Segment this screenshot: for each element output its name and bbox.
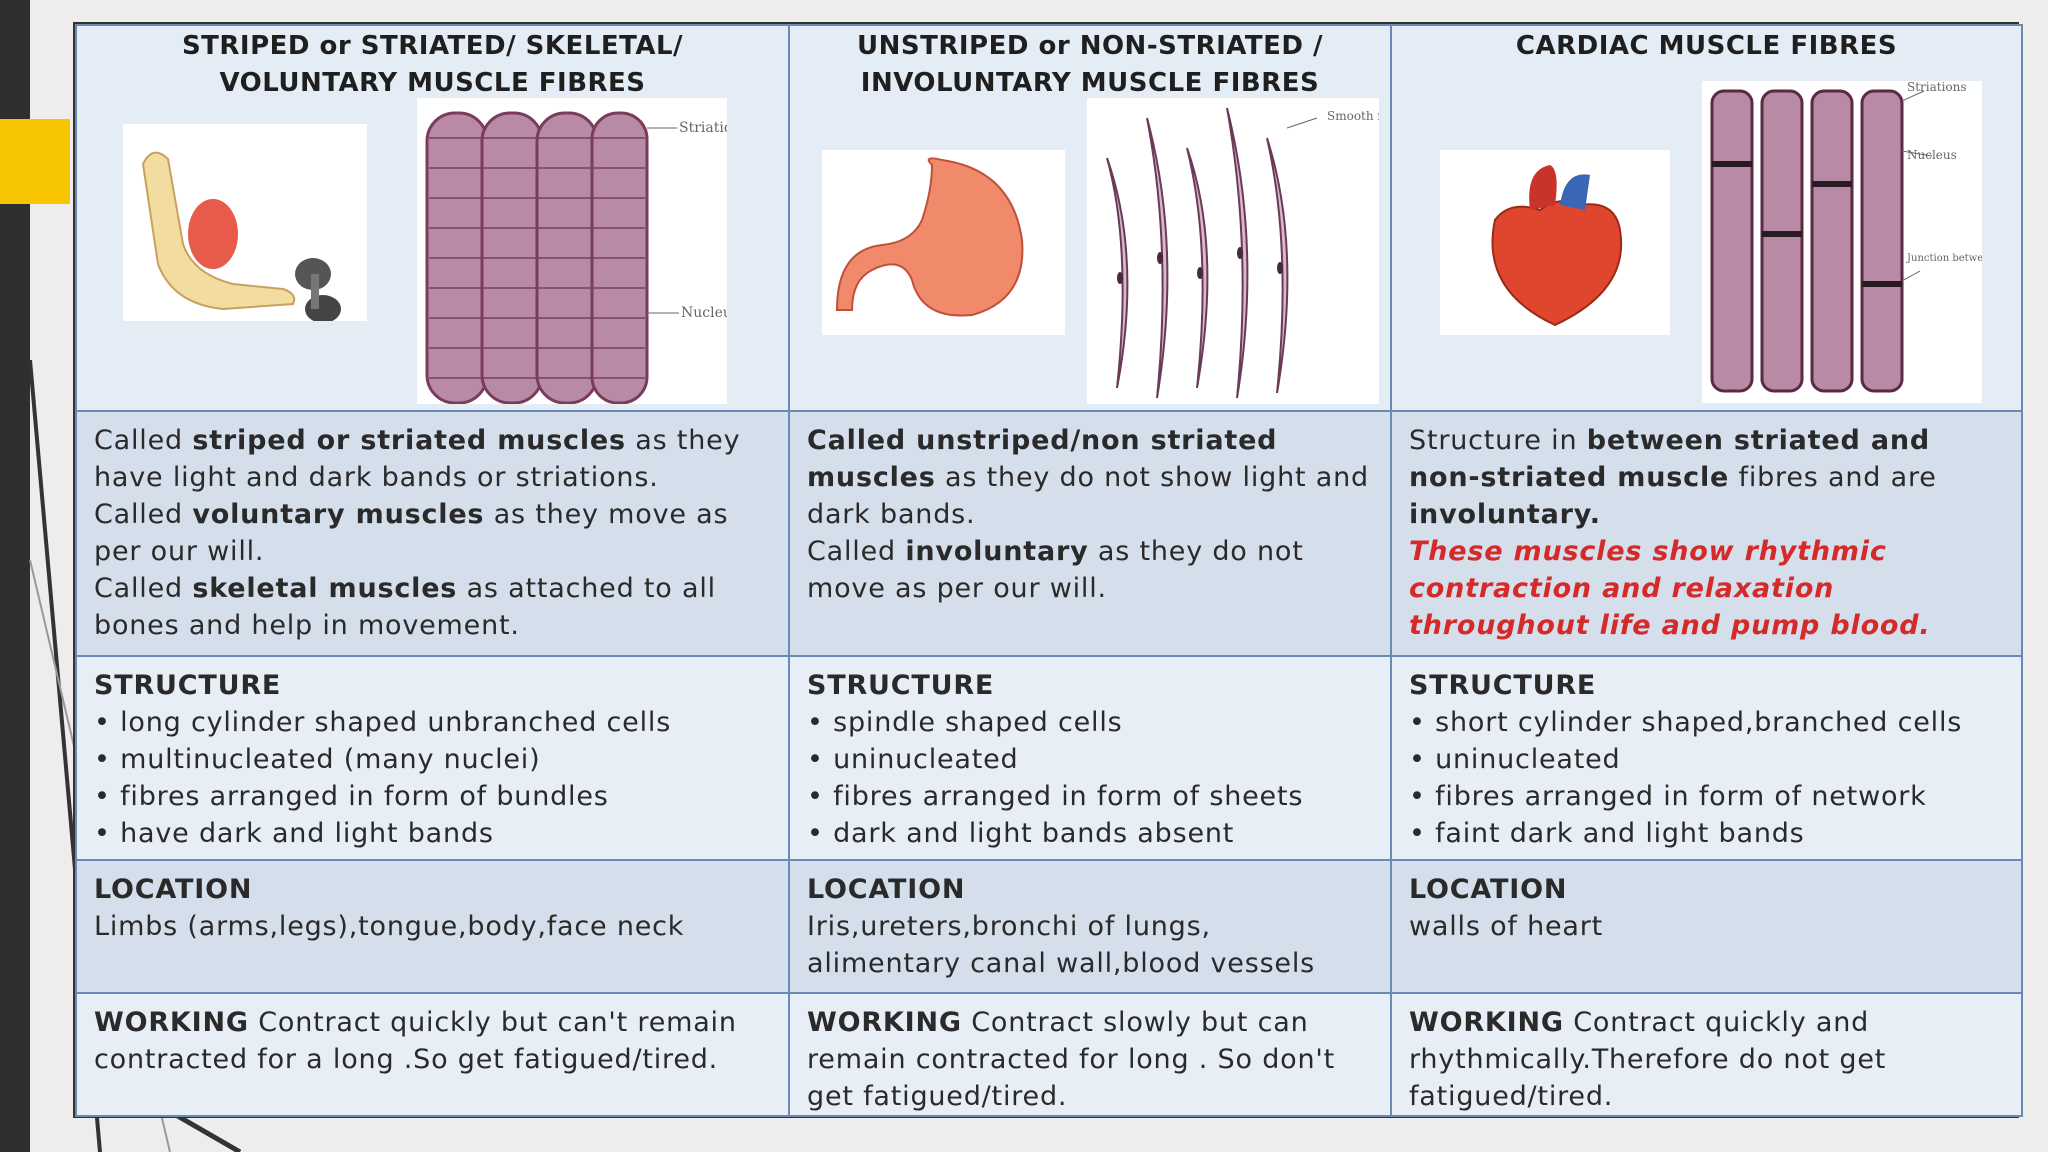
desc-skeletal-text: Called — [94, 499, 193, 530]
structure-item: • faint dark and light bands — [1409, 818, 1805, 849]
structure-label: STRUCTURE — [94, 670, 282, 701]
working-row: WORKING Contract quickly but can't remai… — [75, 992, 2023, 1117]
desc-cardiac-bold: involuntary. — [1409, 499, 1601, 530]
structure-item: • long cylinder shaped unbranched cells — [94, 707, 672, 738]
working-label: WORKING — [807, 1007, 962, 1038]
location-text: Limbs (arms,legs),tongue,body,face neck — [94, 911, 685, 942]
working-skeletal: WORKING Contract quickly but can't remai… — [75, 992, 790, 1117]
muscle-comparison-table: STRIPED or STRIATED/ SKELETAL/ VOLUNTARY… — [73, 22, 2023, 1118]
structure-skeletal: STRUCTURE • long cylinder shaped unbranc… — [75, 655, 790, 861]
desc-smooth-bold: Called unstriped/non striated muscles — [807, 425, 1278, 493]
skeletal-fibre-diagram: Striations Nucleus — [417, 98, 727, 404]
structure-item: • fibres arranged in form of bundles — [94, 781, 609, 812]
desc-cardiac-red-text: These muscles show rhythmic contraction … — [1409, 536, 1931, 641]
working-text: Contract quickly but can't remain contra… — [94, 1007, 737, 1075]
desc-skeletal-text: Called — [94, 573, 193, 604]
structure-item: • dark and light bands absent — [807, 818, 1235, 849]
structure-item: • uninucleated — [807, 744, 1019, 775]
desc-smooth-text: Called — [807, 536, 906, 567]
stomach-illustration — [822, 150, 1065, 335]
header-smooth: UNSTRIPED or NON-STRIATED / INVOLUNTARY … — [788, 24, 1392, 412]
desc-smooth-bold: involuntary — [905, 536, 1089, 567]
description-row: Called striped or striated muscles as th… — [75, 410, 2023, 657]
cardiac-nucleus-label: Nucleus — [1907, 148, 1957, 162]
structure-item: • fibres arranged in form of sheets — [807, 781, 1304, 812]
location-cardiac: LOCATION walls of heart — [1390, 859, 2023, 994]
desc-skeletal-text: as they move as per our will. — [94, 499, 729, 567]
location-label: LOCATION — [807, 874, 966, 905]
location-label: LOCATION — [1409, 874, 1568, 905]
working-cardiac: WORKING Contract quickly and rhythmicall… — [1390, 992, 2023, 1117]
desc-smooth-text: as they do not show light and dark bands… — [807, 462, 1369, 530]
structure-item: • short cylinder shaped,branched cells — [1409, 707, 1963, 738]
structure-cardiac: STRUCTURE • short cylinder shaped,branch… — [1390, 655, 2023, 861]
header-smooth-line2: INVOLUNTARY MUSCLE FIBRES — [860, 68, 1320, 98]
striations-label: Striations — [679, 120, 727, 136]
desc-skeletal-text: Called — [94, 425, 193, 456]
working-smooth: WORKING Contract slowly but can remain c… — [788, 992, 1392, 1117]
location-skeletal: LOCATION Limbs (arms,legs),tongue,body,f… — [75, 859, 790, 994]
description-cardiac: Structure in between striated and non-st… — [1390, 410, 2023, 657]
working-text: Contract slowly but can remain contracte… — [807, 1007, 1335, 1112]
location-label: LOCATION — [94, 874, 253, 905]
header-cardiac-line1: CARDIAC MUSCLE FIBRES — [1515, 31, 1898, 61]
location-smooth: LOCATION Iris,ureters,bronchi of lungs, … — [788, 859, 1392, 994]
desc-skeletal-bold: voluntary muscles — [192, 499, 485, 530]
desc-skeletal-bold: striped or striated muscles — [192, 425, 626, 456]
desc-skeletal-text: as attached to all bones and help in mov… — [94, 573, 716, 641]
cardiac-fibre-diagram: Striations Nucleus Junction between adja… — [1702, 81, 1982, 403]
junction-label: Junction between adjacent cells — [1906, 253, 1982, 264]
working-label: WORKING — [1409, 1007, 1564, 1038]
header-smooth-line1: UNSTRIPED or NON-STRIATED / — [856, 31, 1323, 61]
structure-item: • spindle shaped cells — [807, 707, 1123, 738]
structure-item: • multinucleated (many nuclei) — [94, 744, 541, 775]
structure-row: STRUCTURE • long cylinder shaped unbranc… — [75, 655, 2023, 861]
structure-label: STRUCTURE — [1409, 670, 1597, 701]
structure-item: • uninucleated — [1409, 744, 1621, 775]
desc-cardiac-text: fibres and are — [1729, 462, 1937, 493]
description-skeletal: Called striped or striated muscles as th… — [75, 410, 790, 657]
working-label: WORKING — [94, 1007, 249, 1038]
structure-smooth: STRUCTURE • spindle shaped cells • uninu… — [788, 655, 1392, 861]
desc-smooth-text: as they do not move as per our will. — [807, 536, 1304, 604]
header-skeletal-line2: VOLUNTARY MUSCLE FIBRES — [219, 68, 646, 98]
cardiac-striations-label: Striations — [1907, 81, 1967, 94]
smooth-fibre-diagram: Smooth muscle fibres — [1087, 98, 1379, 404]
description-smooth: Called unstriped/non striated muscles as… — [788, 410, 1392, 657]
working-text: Contract quickly and rhythmically.Theref… — [1409, 1007, 1887, 1112]
desc-cardiac-bold: between striated and non-striated muscle — [1409, 425, 1930, 493]
structure-label: STRUCTURE — [807, 670, 995, 701]
header-skeletal-line1: STRIPED or STRIATED/ SKELETAL/ — [181, 31, 684, 61]
heart-illustration — [1440, 150, 1670, 335]
header-cardiac: CARDIAC MUSCLE FIBRES — [1390, 24, 2023, 412]
desc-cardiac-text: Structure in — [1409, 425, 1587, 456]
desc-skeletal-text: as they have light and dark bands or str… — [94, 425, 741, 493]
header-skeletal: STRIPED or STRIATED/ SKELETAL/ VOLUNTARY… — [75, 24, 790, 412]
slide-accent-block — [0, 119, 70, 204]
location-text: walls of heart — [1409, 911, 1604, 942]
arm-illustration — [123, 124, 367, 321]
nucleus-label: Nucleus — [681, 305, 727, 321]
desc-skeletal-bold: skeletal muscles — [192, 573, 458, 604]
smooth-muscle-label: Smooth muscle fibres — [1327, 109, 1379, 123]
structure-item: • fibres arranged in form of network — [1409, 781, 1927, 812]
header-row: STRIPED or STRIATED/ SKELETAL/ VOLUNTARY… — [75, 24, 2023, 412]
structure-item: • have dark and light bands — [94, 818, 494, 849]
location-row: LOCATION Limbs (arms,legs),tongue,body,f… — [75, 859, 2023, 994]
location-text: Iris,ureters,bronchi of lungs, alimentar… — [807, 911, 1316, 979]
